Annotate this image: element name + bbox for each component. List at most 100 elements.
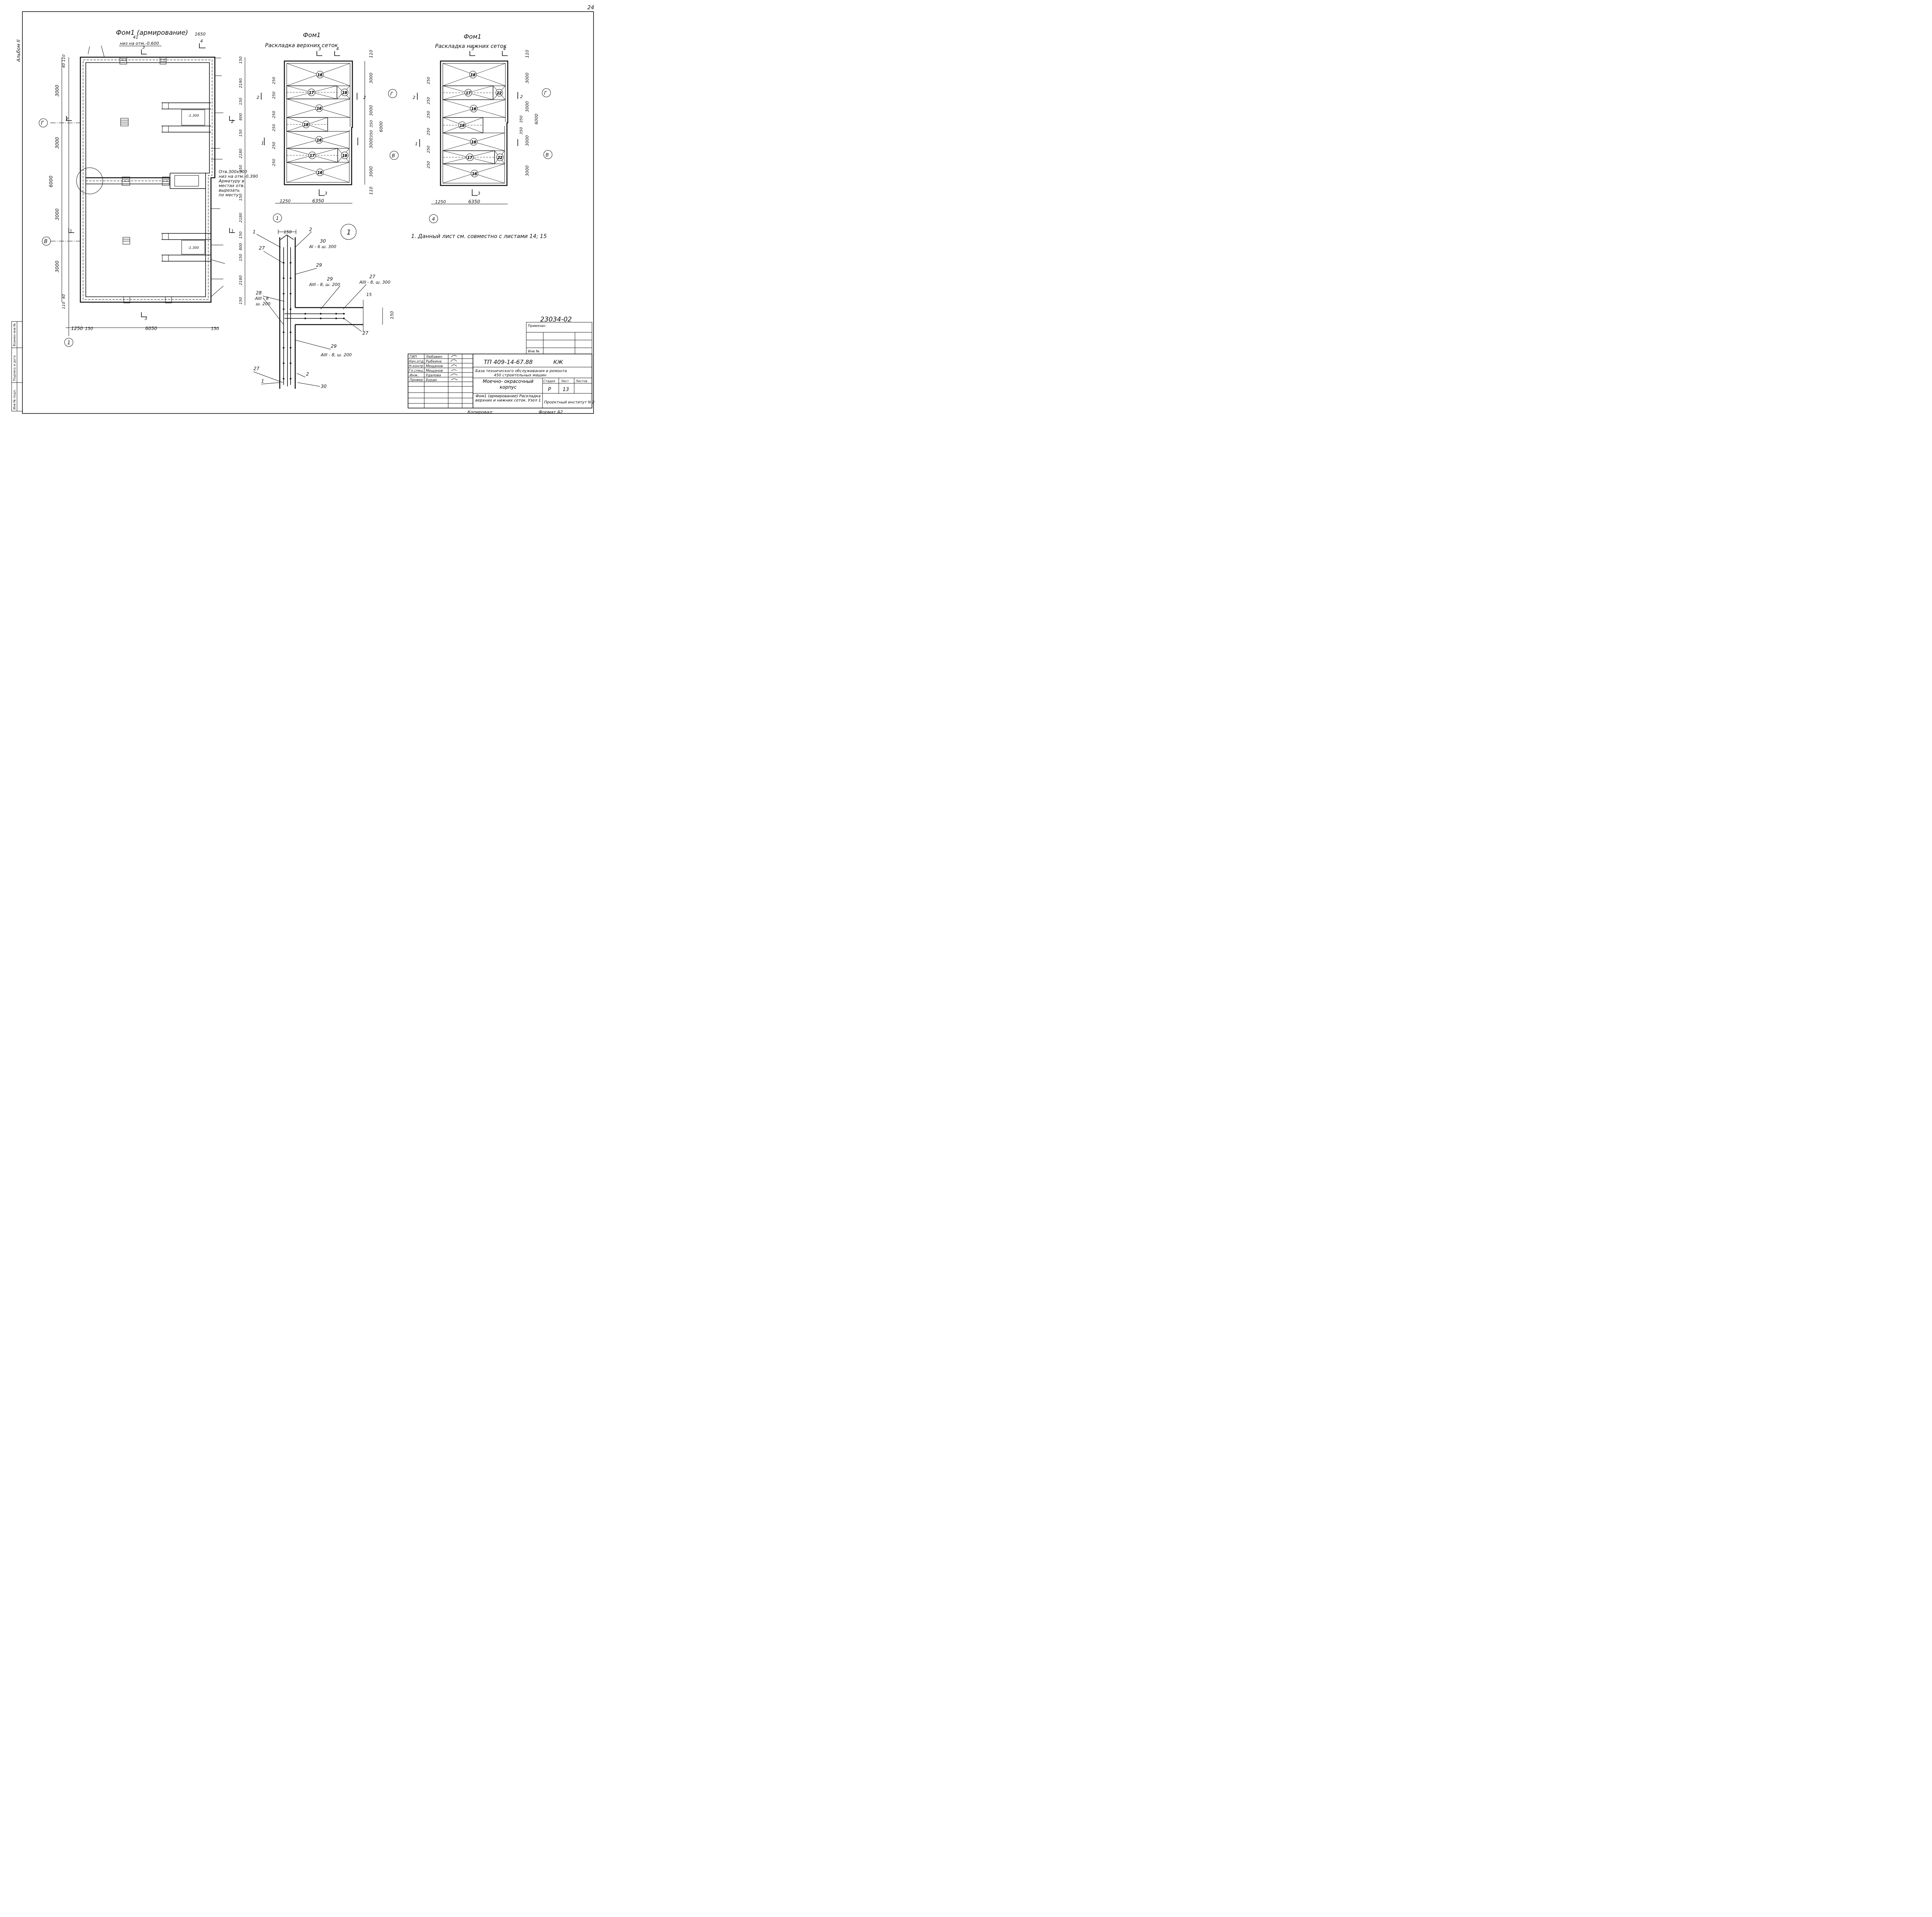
side-stamp-replace-inv: Взамен инв №	[13, 323, 16, 346]
plan-dim-right-0: 150	[239, 56, 243, 64]
album-label: Альбом II	[16, 39, 21, 62]
plan-dim-bottom-3: 150	[211, 326, 219, 331]
top-mesh-mark-circle	[308, 88, 315, 96]
top-mesh-section-5: 3	[325, 191, 327, 196]
plan-bottom-level-note: низ на отм.-0.600	[120, 41, 159, 46]
top-mesh-dim-right-2: 3000	[369, 105, 374, 116]
rebar-dot	[320, 313, 322, 315]
node-dim-150-top: 150	[284, 230, 292, 235]
top-mesh-dim-left-5: 250	[272, 159, 276, 166]
plan-dim-40-top: 40	[62, 63, 66, 68]
stamp-stage-label: Стадия	[543, 379, 555, 383]
rebar-dot	[289, 378, 292, 380]
bottom-mesh-mark-circle	[469, 71, 477, 78]
stamp-name-4: Удалова	[426, 374, 441, 378]
plan-dim-left-2: 3000	[54, 137, 60, 149]
stamp-sheet-title: Фом1 (армирование) Раскладка верхних и н…	[475, 394, 541, 403]
top-mesh-mark-label: 16	[317, 107, 322, 111]
plan-section-mark-4: 2	[231, 119, 234, 124]
stamp-sheet-label: Лист	[561, 379, 569, 383]
top-mesh-title-1: Фом1	[303, 31, 321, 39]
top-mesh-dim-right-6: 3000	[369, 138, 374, 148]
opening-note-line-0: Отв.300x300	[219, 169, 247, 174]
rebar-dot	[282, 378, 285, 380]
top-mesh-mark-circle	[315, 104, 323, 112]
side-stamp: Инв № подл. Подпись и дата Взамен инв №	[11, 321, 23, 412]
plan-dim-110-top: 110	[62, 54, 66, 62]
bottom-mesh-dim-left-5: 250	[427, 161, 431, 168]
plan-dim-bottom-2: 6050	[145, 326, 157, 331]
bottom-mesh-axis-4-label: 4	[432, 216, 435, 222]
bottom-mesh-section-0: 3	[471, 46, 474, 51]
bottom-mesh-mark-label: 16	[471, 140, 476, 145]
stamp-mark: КЖ	[553, 359, 563, 366]
node-label-27-right: 27	[369, 274, 376, 279]
stamp-role-0: ГИП	[410, 355, 417, 359]
node-label-27-top: 27	[259, 245, 265, 251]
plan-title: Фом1 (армирование)	[116, 29, 188, 37]
bottom-mesh-title-2: Раскладка нижних сеток	[435, 43, 507, 49]
bottom-mesh-section-2: 2	[413, 95, 415, 100]
top-mesh-axis-1-label: 1	[276, 216, 279, 221]
plan-section-mark-6: 1	[231, 229, 234, 234]
rebar-dot	[343, 313, 345, 315]
axis-1-label: 1	[67, 340, 70, 346]
stamp-project-code: ТП 409-14-67.88	[484, 359, 533, 366]
stamp-name-0: Любавин	[425, 355, 442, 359]
top-mesh-mark-circle	[316, 168, 324, 176]
top-mesh-dim-right-0: 110	[369, 50, 374, 58]
stamp-binding: Привязан	[528, 324, 545, 328]
node-rebar-28-line2: ш. 200	[256, 301, 270, 306]
top-mesh-mark-label: 18	[304, 123, 309, 127]
node-detail-label: 1	[347, 228, 351, 236]
bottom-mesh-section-5: 3	[478, 191, 480, 196]
bottom-mesh-mark-label: 18	[460, 124, 465, 128]
bottom-mesh-mark-circle	[470, 138, 478, 146]
bottom-mesh-mark-label: 17	[468, 156, 473, 160]
plan-dim-left-extra: 3000	[54, 260, 60, 272]
plan-dim-110-bottom: 110	[62, 302, 66, 309]
plan-dim-right-6: 150	[239, 165, 243, 172]
axis-bubble-g	[39, 118, 48, 128]
plan-section-mark-1: 4	[200, 39, 203, 44]
axis-bubble-1	[64, 338, 73, 347]
bottom-mesh-dim-right-0: 110	[525, 50, 530, 58]
top-mesh-mark-label: 19	[342, 154, 347, 158]
node-detail-circle	[340, 224, 357, 240]
top-mesh-mark-circle	[302, 121, 310, 128]
plan-section-mark-5: 1	[70, 229, 72, 234]
node-label-29-upper: 29	[316, 262, 322, 268]
top-mesh-dim-left-4: 250	[272, 142, 276, 149]
top-mesh-section-2: 2	[257, 95, 259, 100]
stamp-sheets-label: Листов	[575, 379, 587, 383]
bottom-mesh-dim-right-1: 3000	[525, 73, 530, 83]
node-rebar-27: AIII - 8, ш. 300	[359, 280, 390, 285]
top-mesh-mark-circle	[308, 151, 316, 159]
plan-dim-right-12: 2180	[239, 213, 243, 223]
top-mesh-dim-right-8: 110	[369, 187, 374, 195]
side-stamp-inv-orig: Инв № подл.	[13, 389, 16, 410]
general-note: 1. Данный лист см. совместно с листами 1…	[411, 233, 547, 240]
node-dim-150-right: 150	[389, 311, 395, 319]
plan-section-mark-2: 3	[145, 316, 147, 321]
top-mesh-axis-v-label: В	[392, 153, 395, 158]
plan-dim-right-13: 150	[239, 231, 243, 239]
bottom-mesh-axis-v-label: В	[546, 152, 549, 158]
bottom-mesh-dim-left-1: 250	[427, 97, 431, 104]
opening-note: Отв.300x300 низ на отм.-0.390 Арматуру в…	[218, 169, 258, 197]
bottom-mesh-dim-right-7: 3000	[525, 165, 530, 176]
plan-marker-1650: 1650	[195, 32, 206, 37]
stamp-project-title-1: База технического обслуживания и ремонта	[475, 369, 567, 373]
copied-by: Копировал:	[468, 410, 493, 415]
node-label-15: 15	[366, 292, 372, 297]
stamp-role-5: Провер	[410, 378, 423, 382]
bottom-mesh-mark-circle	[458, 121, 466, 129]
bottom-mesh-panel	[442, 163, 505, 184]
stamp-sheet: 13	[563, 387, 569, 393]
plan-dim-right-14: 800	[239, 243, 243, 250]
node-label-29-mid: 29	[327, 276, 333, 282]
bottom-mesh-section-1: 4	[503, 46, 506, 51]
node-label-2-top: 2	[309, 227, 312, 232]
